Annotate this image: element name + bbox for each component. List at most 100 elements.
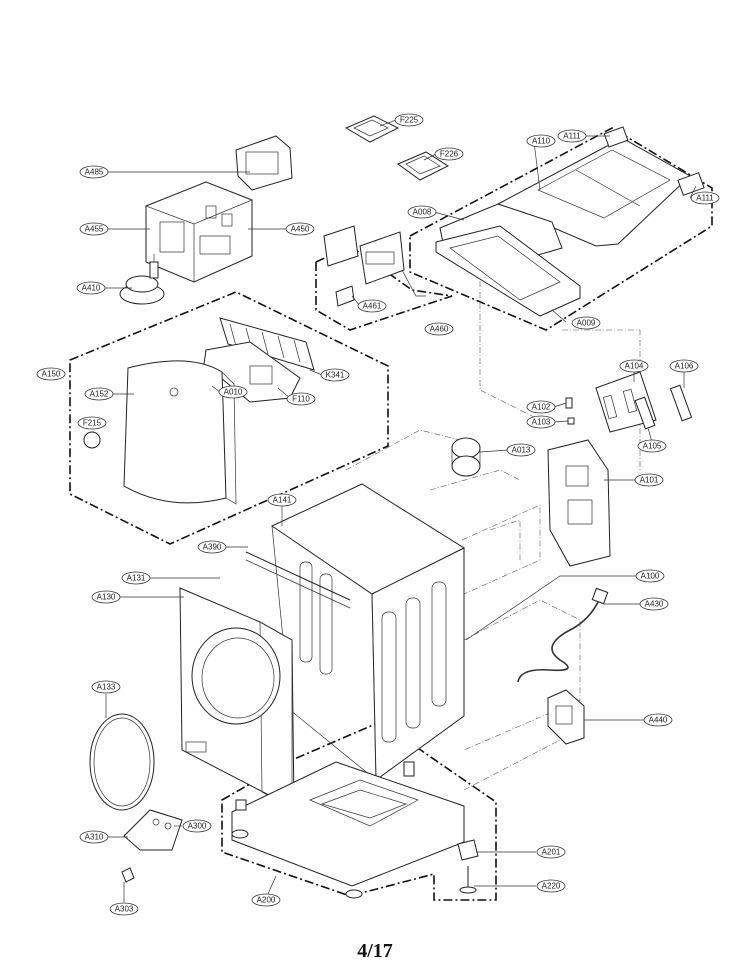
part-pad-f225	[344, 115, 400, 143]
page-number: 4/17	[357, 940, 393, 962]
callout-a303: A303	[109, 902, 139, 916]
svg-text:F215: F215	[83, 419, 102, 428]
callout-k341: K341	[320, 368, 350, 382]
callout-a013: A013	[506, 443, 536, 457]
svg-text:A102: A102	[532, 403, 551, 412]
svg-text:A008: A008	[413, 208, 432, 217]
svg-text:A130: A130	[97, 593, 116, 602]
svg-text:A461: A461	[363, 302, 382, 311]
callout-a111-right: A111	[690, 191, 720, 205]
callout-a410: A410	[76, 281, 106, 295]
callout-f225: F225	[394, 113, 424, 127]
callout-a200: A200	[251, 893, 281, 907]
svg-text:F225: F225	[400, 116, 419, 125]
callout-a450: A450	[285, 222, 315, 236]
callout-a152: A152	[84, 387, 114, 401]
part-main-pcb-assembly	[145, 181, 253, 283]
svg-text:A104: A104	[625, 362, 644, 371]
svg-text:A390: A390	[203, 543, 222, 552]
svg-text:A455: A455	[85, 225, 104, 234]
svg-text:A103: A103	[532, 418, 551, 427]
part-top-cover	[435, 126, 705, 317]
callout-a100: A100	[635, 569, 665, 583]
callout-a009: A009	[571, 316, 601, 330]
assembly-guide-lines	[345, 270, 641, 791]
part-power-cord-a430	[517, 587, 609, 683]
svg-text:A460: A460	[430, 325, 449, 334]
callout-a141: A141	[267, 493, 297, 507]
callout-a010: A010	[218, 385, 248, 399]
svg-text:A410: A410	[82, 284, 101, 293]
callout-a104: A104	[619, 359, 649, 373]
svg-text:A150: A150	[42, 370, 61, 379]
svg-text:A440: A440	[649, 716, 668, 725]
callout-a103: A103	[526, 415, 556, 429]
part-a013	[451, 437, 481, 477]
part-foot-a201	[457, 839, 479, 861]
svg-text:A131: A131	[127, 574, 146, 583]
callout-a101: A101	[634, 473, 664, 487]
callout-a130: A130	[91, 590, 121, 604]
svg-text:A200: A200	[257, 896, 276, 905]
callout-a131: A131	[121, 571, 151, 585]
part-cabinet-a100	[245, 483, 466, 781]
svg-text:A300: A300	[188, 822, 207, 831]
callout-a300: A300	[182, 819, 212, 833]
callout-a105: A105	[637, 439, 667, 453]
callout-a310: A310	[79, 830, 109, 844]
callout-a460: A460	[424, 322, 454, 336]
callout-a220: A220	[536, 879, 566, 893]
callout-a133: A133	[91, 680, 121, 694]
callout-a485: A485	[79, 165, 109, 179]
svg-text:A450: A450	[291, 225, 310, 234]
svg-text:F226: F226	[440, 150, 459, 159]
callout-f215: F215	[77, 416, 107, 430]
callout-a430: A430	[639, 597, 669, 611]
part-door-lock	[121, 809, 183, 883]
callout-a102: A102	[526, 400, 556, 414]
callout-a201: A201	[536, 845, 566, 859]
part-rear-panel-a101	[547, 439, 611, 567]
svg-text:A009: A009	[577, 319, 596, 328]
svg-text:A430: A430	[645, 600, 664, 609]
svg-text:A111: A111	[563, 132, 581, 141]
svg-text:A141: A141	[273, 496, 292, 505]
svg-text:A220: A220	[542, 882, 561, 891]
callout-a110: A110	[526, 134, 556, 148]
part-a410-motor	[119, 254, 165, 305]
callout-a461: A461	[357, 299, 387, 313]
part-valve-a440	[547, 689, 585, 745]
svg-text:A101: A101	[640, 476, 659, 485]
svg-text:A152: A152	[90, 390, 109, 399]
svg-text:A106: A106	[675, 362, 694, 371]
part-controller-boards	[323, 225, 405, 307]
svg-text:A013: A013	[512, 446, 531, 455]
callout-a106: A106	[669, 359, 699, 373]
svg-text:A485: A485	[85, 168, 104, 177]
svg-text:A201: A201	[542, 848, 561, 857]
callout-a455: A455	[79, 222, 109, 236]
svg-text:A111: A111	[696, 194, 714, 203]
part-front-panel-a152	[123, 360, 237, 505]
svg-text:A100: A100	[641, 572, 660, 581]
svg-text:A010: A010	[224, 388, 243, 397]
callout-a390: A390	[197, 540, 227, 554]
callout-a150: A150	[36, 367, 66, 381]
group-base	[221, 721, 497, 901]
part-sensor-set	[565, 371, 693, 433]
part-pcb-cover	[235, 135, 293, 191]
leader-lines	[104, 119, 697, 902]
group-top-cover	[409, 127, 713, 331]
svg-text:A303: A303	[115, 905, 134, 914]
callout-a111-top: A111	[557, 129, 587, 143]
svg-text:A105: A105	[643, 442, 662, 451]
part-gasket-ring-a133	[89, 713, 155, 811]
svg-text:F110: F110	[292, 395, 310, 404]
part-leg-a220	[459, 866, 477, 894]
callout-f226: F226	[434, 147, 464, 161]
callout-f110: F110	[286, 392, 316, 406]
callout-a008: A008	[407, 205, 437, 219]
group-control-panel	[69, 291, 389, 545]
part-pad-f226	[396, 151, 450, 181]
svg-text:A110: A110	[532, 137, 551, 146]
